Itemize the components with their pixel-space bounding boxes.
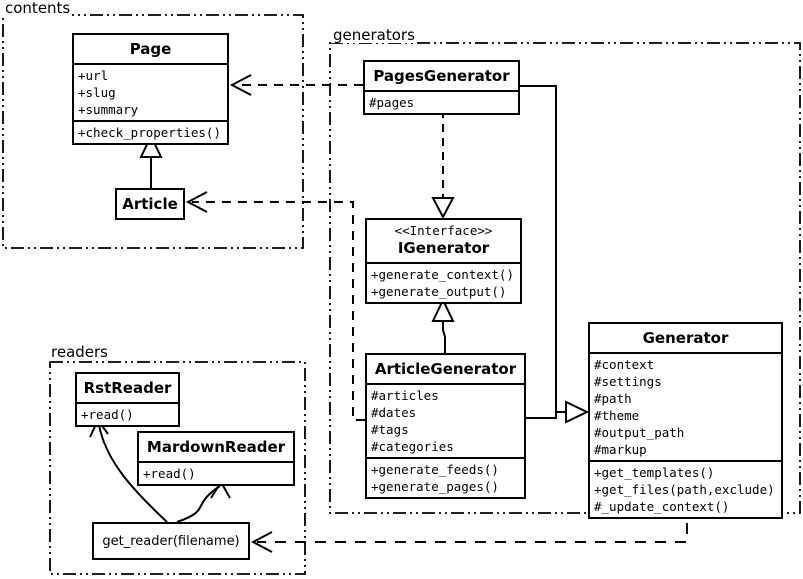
- function-label: get_reader(filename): [102, 533, 240, 549]
- member-line: #settings: [594, 374, 662, 389]
- member-line: #path: [594, 391, 632, 406]
- member-line: +check_properties(): [78, 125, 221, 140]
- member-line: +get_templates(): [594, 465, 715, 480]
- member-line: +slug: [78, 85, 116, 100]
- member-line: +generate_feeds(): [371, 462, 499, 477]
- member-line: #categories: [371, 439, 454, 454]
- triangle-arrowhead-at-page: [139, 133, 163, 158]
- member-line: #tags: [371, 422, 409, 437]
- package-border-generators: [329, 42, 801, 514]
- member-line: #markup: [594, 442, 647, 457]
- methods-compartment: +get_templates() +get_files(path,exclude)…: [590, 460, 781, 517]
- edge-pagesgenerator-extends-generator: [520, 85, 566, 413]
- edge-articlegenerator-implements-igenerator: [442, 321, 446, 353]
- member-line: +read(): [81, 407, 134, 422]
- member-line: +read(): [143, 466, 196, 481]
- package-label-contents: contents: [3, 0, 73, 17]
- attributes-compartment: #pages: [365, 90, 518, 113]
- member-line: #context: [594, 357, 655, 372]
- member-line: #theme: [594, 408, 640, 423]
- class-title: Page: [129, 40, 172, 58]
- class-title: Article: [122, 195, 178, 213]
- open-arrowhead-at-article: [185, 191, 208, 213]
- class-box-mardownreader: MardownReader +read(): [137, 431, 295, 486]
- package-label-generators: generators: [331, 26, 417, 44]
- member-line: +generate_pages(): [371, 479, 499, 494]
- methods-compartment: +check_properties(): [74, 120, 227, 143]
- class-title: Generator: [642, 329, 729, 347]
- member-line: +generate_context(): [371, 267, 514, 282]
- package-label-readers: readers: [49, 343, 110, 361]
- member-line: +generate_output(): [371, 284, 507, 299]
- class-box-igenerator: <<Interface>> IGenerator +generate_conte…: [365, 218, 522, 304]
- class-title: RstReader: [83, 379, 172, 397]
- class-box-pagesgenerator: PagesGenerator #pages: [363, 60, 520, 115]
- package-border-contents: [2, 14, 304, 249]
- edge-getreader-to-mardownreader: [176, 485, 221, 523]
- function-box-getreader: get_reader(filename): [92, 522, 250, 560]
- class-box-article: Article: [115, 188, 185, 220]
- member-line: #articles: [371, 388, 439, 403]
- class-box-articlegenerator: ArticleGenerator #articles #dates #tags #ca…: [365, 353, 526, 499]
- edge-getreader-to-rstreader: [98, 424, 168, 523]
- package-border-readers: [49, 361, 306, 575]
- methods-compartment: +read(): [77, 402, 178, 425]
- edge-generator-depends-getreader: [257, 503, 688, 543]
- member-line: +get_files(path,exclude): [594, 482, 775, 497]
- member-line: +summary: [78, 102, 139, 117]
- class-title: ArticleGenerator: [374, 360, 517, 378]
- member-line: #dates: [371, 405, 417, 420]
- edge-articlegenerator-extends-generator: [526, 410, 557, 419]
- member-line: #pages: [369, 95, 415, 110]
- class-stereotype: <<Interface>>: [394, 223, 493, 238]
- attributes-compartment: #context #settings #path #theme #output_path…: [590, 352, 781, 460]
- class-title: MardownReader: [146, 438, 286, 456]
- member-line: #_update_context(): [594, 499, 730, 514]
- open-arrowhead-at-getreader: [250, 531, 273, 553]
- methods-compartment: +generate_context() +generate_output(): [367, 262, 520, 302]
- class-box-page: Page +url +slug +summary +check_properties…: [72, 33, 229, 145]
- member-line: +url: [78, 68, 109, 83]
- class-title: PagesGenerator: [373, 67, 510, 85]
- triangle-arrowhead-at-generator: [565, 400, 590, 424]
- open-arrowhead-at-page: [229, 74, 252, 96]
- triangle-arrowhead-at-igenerator-bottom: [431, 297, 455, 322]
- class-box-rstreader: RstReader +read(): [75, 372, 180, 427]
- methods-compartment: +generate_feeds() +generate_pages(): [367, 457, 524, 497]
- class-title: IGenerator: [397, 239, 490, 257]
- class-box-generator: Generator #context #settings #path #theme #o…: [588, 322, 783, 519]
- edge-articlegenerator-depends-article: [192, 201, 365, 421]
- attributes-compartment: #articles #dates #tags #categories: [367, 383, 524, 457]
- member-line: #output_path: [594, 425, 685, 440]
- triangle-arrowhead-at-igenerator-top: [431, 197, 455, 220]
- methods-compartment: +read(): [139, 461, 293, 484]
- attributes-compartment: +url +slug +summary: [74, 63, 227, 120]
